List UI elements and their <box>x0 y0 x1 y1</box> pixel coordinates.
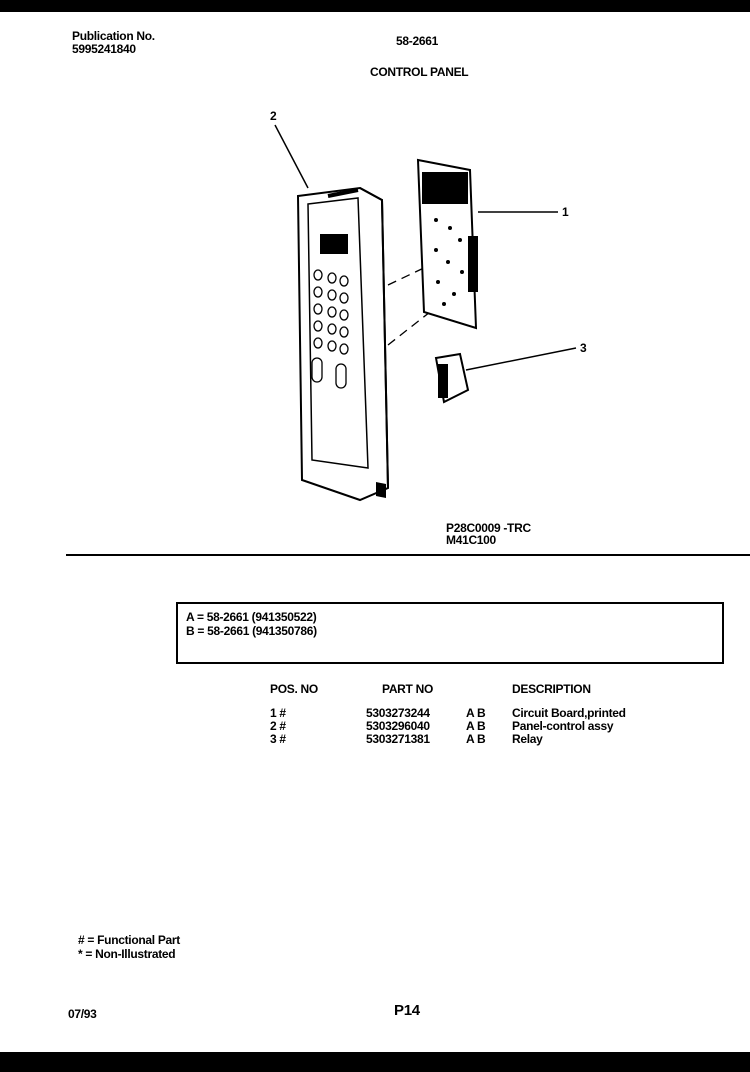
section-divider <box>66 554 750 556</box>
relay-part <box>434 352 470 404</box>
row-description: Relay <box>512 732 543 746</box>
column-header-part: PART NO <box>382 682 434 696</box>
exploded-parts-diagram <box>274 124 577 502</box>
column-header-description: DESCRIPTION <box>512 682 591 696</box>
footer-date: 07/93 <box>68 1007 97 1021</box>
column-header-pos: POS. NO <box>270 682 318 696</box>
legend-line-b: B = 58-2661 (941350786) <box>186 624 317 638</box>
control-panel-part <box>296 186 390 502</box>
footnote-non-illustrated: * = Non-Illustrated <box>78 947 176 961</box>
diagram-model-code-1: P28C0009 -TRC <box>446 521 531 535</box>
callout-1: 1 <box>562 205 569 219</box>
row-part-number: 5303273244 <box>366 706 430 720</box>
top-scan-border <box>0 0 750 12</box>
page-number: P14 <box>394 1002 420 1019</box>
row-pos: 2 # <box>270 719 286 733</box>
callout-2: 2 <box>270 109 277 123</box>
model-number: 58-2661 <box>396 34 438 48</box>
bottom-scan-border <box>0 1052 750 1072</box>
row-models: A B <box>466 706 486 720</box>
row-part-number: 5303296040 <box>366 719 430 733</box>
model-legend-box: A = 58-2661 (941350522) B = 58-2661 (941… <box>176 602 724 664</box>
publication-label: Publication No. <box>72 29 155 43</box>
row-models: A B <box>466 719 486 733</box>
legend-line-a: A = 58-2661 (941350522) <box>186 610 317 624</box>
row-pos: 3 # <box>270 732 286 746</box>
publication-number: 5995241840 <box>72 42 136 56</box>
footnote-functional: # = Functional Part <box>78 933 180 947</box>
row-part-number: 5303271381 <box>366 732 430 746</box>
row-description: Circuit Board,printed <box>512 706 626 720</box>
row-description: Panel-control assy <box>512 719 614 733</box>
row-models: A B <box>466 732 486 746</box>
callout-3: 3 <box>580 341 587 355</box>
diagram-model-code-2: M41C100 <box>446 533 496 547</box>
section-title: CONTROL PANEL <box>370 65 469 79</box>
row-pos: 1 # <box>270 706 286 720</box>
circuit-board-part <box>416 158 478 330</box>
